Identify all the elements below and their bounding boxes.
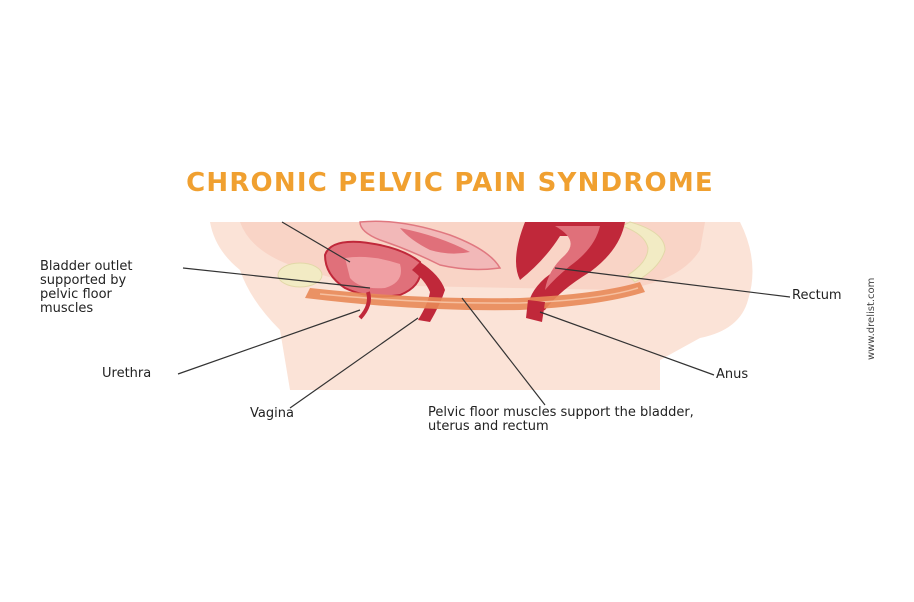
rectum	[516, 222, 625, 316]
leader-line-rectum	[554, 267, 791, 298]
label-bladder-outlet: Bladder outlet supported by pelvic floor…	[40, 259, 133, 316]
label-urethra: Urethra	[102, 366, 152, 381]
leader-line-anus	[539, 311, 715, 376]
leader-line-vagina	[289, 317, 419, 409]
label-pelvic-floor: Pelvic floor muscles support the bladder…	[428, 405, 694, 434]
leader-line-bladder-outlet	[182, 267, 371, 289]
leader-line-pelvic-floor	[461, 297, 546, 406]
anus	[526, 300, 545, 322]
leader-line-urethra	[177, 309, 361, 375]
label-vagina: Vagina	[250, 406, 294, 421]
pelvic-floor-muscle	[305, 282, 645, 311]
pubic-bone	[277, 262, 323, 288]
rectum-inner	[545, 226, 600, 290]
sacrum-bone	[620, 221, 666, 283]
bladder-inner	[345, 256, 401, 289]
label-anus: Anus	[716, 367, 749, 382]
leader-line-top	[281, 221, 351, 263]
uterus-inner	[400, 228, 470, 254]
pelvic-floor-muscle-stripe	[319, 287, 639, 304]
watermark-text: www.drelist.com	[866, 277, 877, 360]
urethra	[358, 291, 371, 320]
diagram-title: CHRONIC PELVIC PAIN SYNDROME	[186, 168, 714, 198]
label-rectum: Rectum	[792, 288, 842, 303]
